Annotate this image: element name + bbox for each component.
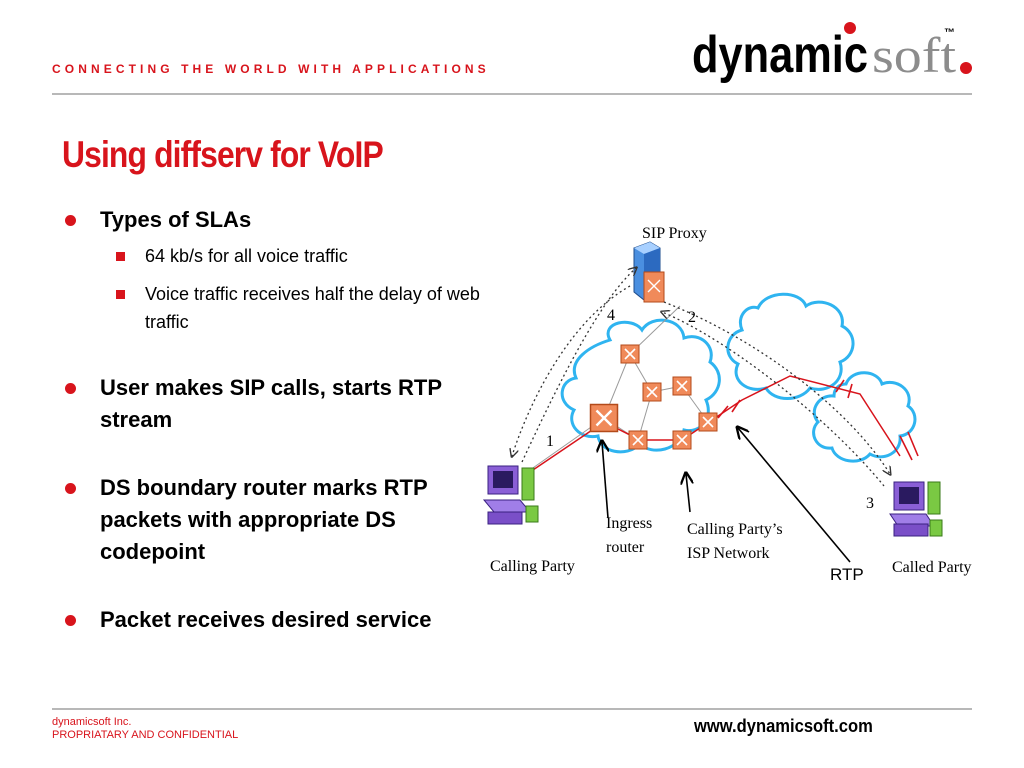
router-icon xyxy=(620,344,640,364)
bullet-item: DS boundary router marks RTP packets wit… xyxy=(62,472,482,568)
called-party-computer-icon xyxy=(889,481,943,537)
bullet-dot-icon xyxy=(65,383,76,394)
sub-bullet-text: Voice traffic receives half the delay of… xyxy=(145,284,480,332)
bullet-item: Types of SLAs 64 kb/s for all voice traf… xyxy=(62,204,482,336)
bullet-dot-icon xyxy=(65,483,76,494)
sip-signalling-arrows xyxy=(512,268,890,487)
calling-party-computer-icon xyxy=(482,465,539,525)
router-icon xyxy=(672,430,692,450)
sub-bullet-item: Voice traffic receives half the delay of… xyxy=(100,280,482,336)
bullet-item: Packet receives desired service xyxy=(62,604,482,636)
bullet-text: Types of SLAs xyxy=(100,207,252,232)
ingress-router-label-line2: router xyxy=(606,539,645,556)
ingress-router-label-line1: Ingress xyxy=(606,515,652,532)
rtp-label: RTP xyxy=(830,565,864,584)
bullet-text: Packet receives desired service xyxy=(100,607,432,632)
footer-website-url: www.dynamicsoft.com xyxy=(694,716,873,736)
cloud-boundary-marks xyxy=(717,379,919,461)
sip-proxy-label: SIP Proxy xyxy=(642,225,707,242)
router-icon xyxy=(628,430,648,450)
calling-party-label: Calling Party xyxy=(490,558,575,575)
bullet-list: Types of SLAs 64 kb/s for all voice traf… xyxy=(62,204,482,636)
footer-company-info: dynamicsoft Inc. PROPRIATARY AND CONFIDE… xyxy=(52,716,238,742)
step-3-label: 3 xyxy=(866,495,874,512)
router-icon xyxy=(672,376,692,396)
sub-bullet-list: 64 kb/s for all voice traffic Voice traf… xyxy=(100,242,482,336)
bullet-dot-icon xyxy=(65,615,76,626)
dynamicsoft-logo: dynamic soft ™ xyxy=(692,22,972,84)
logo-dot-i xyxy=(844,22,856,34)
header-divider xyxy=(52,93,972,95)
sub-bullet-text: 64 kb/s for all voice traffic xyxy=(145,246,348,266)
footer-divider xyxy=(52,708,972,710)
transit-network-cloud xyxy=(726,292,855,400)
tagline: CONNECTING THE WORLD WITH APPLICATIONS xyxy=(52,62,490,76)
step-4-label: 4 xyxy=(607,307,615,324)
slide-title: Using diffserv for VoIP xyxy=(62,134,384,175)
step-1-label: 1 xyxy=(546,433,554,450)
square-bullet-icon xyxy=(116,290,125,299)
isp-network-label-line1: Calling Party’s xyxy=(687,521,783,538)
sub-bullet-item: 64 kb/s for all voice traffic xyxy=(100,242,482,270)
logo-text-bold: dynamic xyxy=(692,26,868,84)
bullet-dot-icon xyxy=(65,215,76,226)
sip-proxy-server-icon xyxy=(633,241,665,303)
bullet-text: DS boundary router marks RTP packets wit… xyxy=(100,475,428,564)
logo-trademark: ™ xyxy=(944,27,955,39)
logo-text-light: soft xyxy=(872,27,956,83)
square-bullet-icon xyxy=(116,252,125,261)
step-2-label: 2 xyxy=(688,309,696,326)
isp-network-label-line2: ISP Network xyxy=(687,545,770,562)
ingress-router-icon xyxy=(589,403,619,433)
footer-confidential-notice: PROPRIATARY AND CONFIDENTIAL xyxy=(52,729,239,741)
router-icon xyxy=(698,412,718,432)
bullet-text: User makes SIP calls, starts RTP stream xyxy=(100,375,442,432)
logo-dot-period xyxy=(960,62,972,74)
called-party-label: Called Party xyxy=(892,559,972,576)
router-icon xyxy=(642,382,662,402)
label-pointer-arrows xyxy=(602,428,851,563)
isp-network-cloud xyxy=(560,318,721,454)
footer-company-name: dynamicsoft Inc. xyxy=(52,716,132,728)
bullet-item: User makes SIP calls, starts RTP stream xyxy=(62,372,482,436)
voip-network-diagram: SIP Proxy 1 2 3 4 Ingress router Calling… xyxy=(482,225,972,584)
